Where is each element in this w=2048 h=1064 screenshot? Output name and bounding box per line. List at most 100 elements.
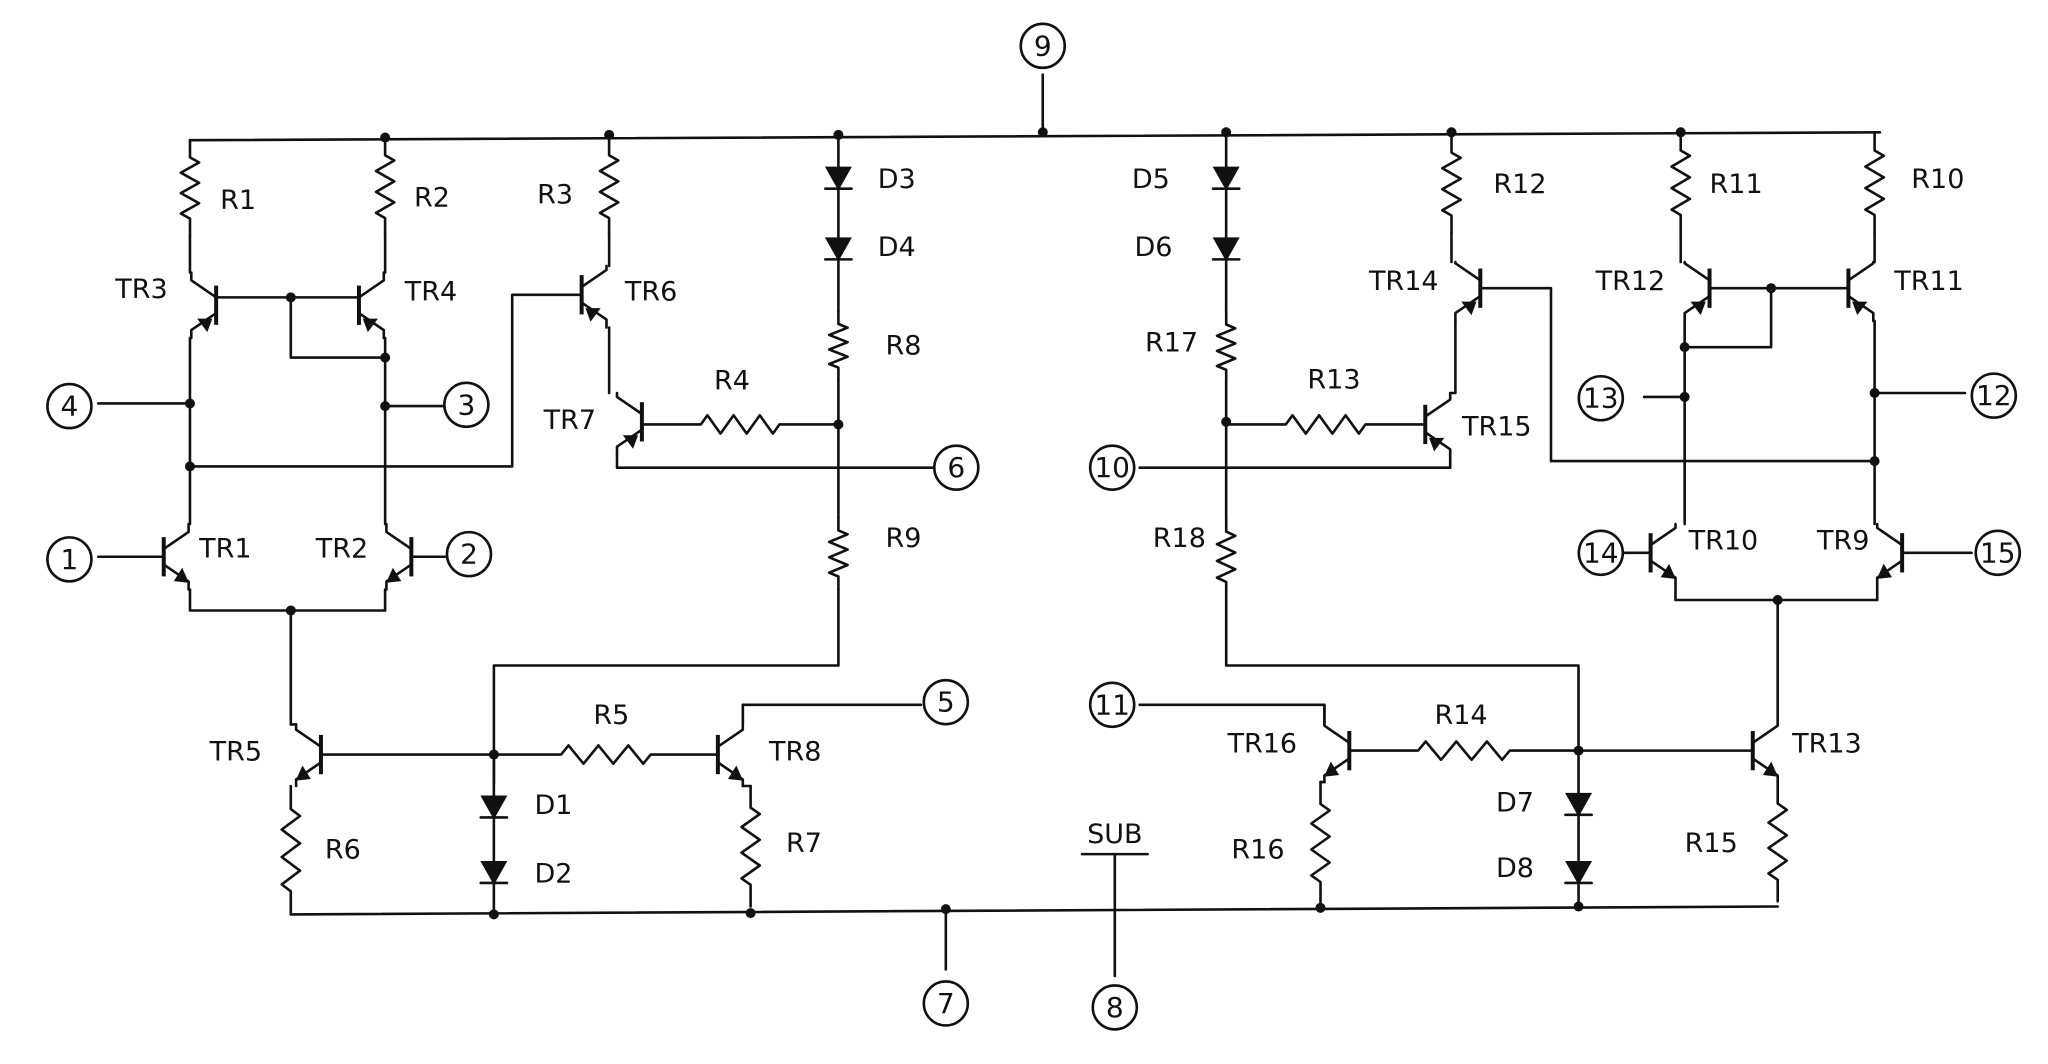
resistor-r13 <box>1224 413 1427 435</box>
bias-net-right <box>1224 594 1580 752</box>
label-tr12: TR12 <box>1595 266 1666 297</box>
junction-dot <box>1766 283 1777 294</box>
collector-lead <box>294 723 323 749</box>
diode-d6 <box>1211 237 1241 262</box>
junction-dot <box>285 292 296 303</box>
pin-label: 8 <box>1106 991 1124 1024</box>
junction-dot <box>488 749 499 760</box>
ground-rail <box>289 905 1779 916</box>
emitter-lead <box>716 761 745 788</box>
collector-lead <box>615 391 644 416</box>
pin-circle <box>1577 529 1625 577</box>
label-d1: D1 <box>534 790 572 821</box>
wire <box>1448 319 1457 395</box>
collector-lead <box>1649 522 1677 547</box>
junction-dot <box>184 461 195 472</box>
label-tr8: TR8 <box>768 736 821 767</box>
resistor-r14 <box>1348 740 1580 762</box>
pin-label: 11 <box>1094 688 1130 721</box>
pin-label: 3 <box>457 388 475 421</box>
pin-13: 13 <box>1577 374 1625 422</box>
transistor-tr11 <box>1846 260 1875 323</box>
collector-lead <box>162 522 190 551</box>
collector-lead <box>1454 260 1482 282</box>
label-tr16: TR16 <box>1226 729 1297 760</box>
collector-lead <box>1875 522 1904 547</box>
label-tr7: TR7 <box>543 405 596 436</box>
label-d2: D2 <box>534 858 572 889</box>
collector-lead <box>1323 703 1351 745</box>
label-r1: R1 <box>220 185 256 216</box>
pin-label: 14 <box>1583 536 1619 569</box>
pin-label: 5 <box>937 686 955 719</box>
pin-circle <box>1091 984 1139 1031</box>
pin-11-lead <box>1138 703 1326 726</box>
pin-circle <box>445 530 493 578</box>
resistor-r6 <box>280 784 302 916</box>
resistor-r7 <box>740 784 762 908</box>
emitter-lead <box>162 563 190 591</box>
mirror-diode-right <box>1683 286 1773 349</box>
pin-5-lead <box>741 703 923 726</box>
diode-d5 <box>1211 166 1241 191</box>
pin-circle <box>1019 22 1067 70</box>
resistor-r11 <box>1670 131 1692 235</box>
junction-dot <box>1772 594 1783 605</box>
tr6-base-net <box>188 293 583 468</box>
resistor-r16 <box>1310 780 1331 906</box>
junction-dot <box>380 132 391 143</box>
pin-circle <box>46 382 93 430</box>
pin-15: 15 <box>1974 529 2022 577</box>
pin-label: 9 <box>1034 29 1052 62</box>
resistor-r12 <box>1441 133 1462 235</box>
transistor-tr3 <box>190 271 219 340</box>
label-tr2: TR2 <box>315 533 368 564</box>
junction-dot <box>1679 342 1690 353</box>
junction-dot <box>184 398 195 409</box>
junction-dot <box>1446 127 1457 138</box>
collector-lead <box>716 703 745 749</box>
resistor-r10 <box>1864 131 1886 235</box>
pin-label: 2 <box>460 538 478 571</box>
label-tr5: TR5 <box>209 736 262 767</box>
junction-dot <box>1037 127 1048 138</box>
junction-dot <box>745 908 756 919</box>
pin-14: 14 <box>1577 529 1625 577</box>
mirror-diode <box>289 296 387 359</box>
junction-dot <box>1573 901 1584 912</box>
pin-5: 5 <box>922 678 970 726</box>
collector-lead <box>385 522 413 551</box>
emitter-lead <box>1751 757 1779 784</box>
resistor-r1 <box>179 138 201 238</box>
label-tr3: TR3 <box>114 274 167 305</box>
label-d4: D4 <box>878 232 916 263</box>
transistor-tr6 <box>579 264 608 329</box>
pin-11: 11 <box>1088 681 1136 729</box>
transistor-tr12 <box>1683 260 1712 323</box>
pin-7: 7 <box>922 980 970 1027</box>
transistor-tr8 <box>715 703 745 788</box>
transistor-tr1 <box>161 522 190 591</box>
label-d5: D5 <box>1132 164 1170 195</box>
emitter-lead <box>1649 559 1677 585</box>
resistor-r3 <box>598 136 620 238</box>
pin-6: 6 <box>932 444 980 491</box>
pin-circle <box>1970 372 2018 419</box>
pin-9: 9 <box>1019 22 1067 70</box>
pin-8: 8 <box>1091 984 1139 1031</box>
label-r5: R5 <box>593 700 629 731</box>
transistor-tr4 <box>356 271 386 340</box>
label-r11: R11 <box>1710 169 1763 200</box>
label-r12: R12 <box>1493 169 1546 200</box>
transistor-tr15 <box>1423 391 1452 456</box>
label-r18: R18 <box>1153 523 1206 554</box>
substrate-label: SUB <box>1087 819 1142 850</box>
label-r17: R17 <box>1145 328 1198 359</box>
transistor-tr2 <box>385 522 414 591</box>
components <box>161 131 1905 916</box>
pin-circle <box>1088 681 1136 729</box>
diode-d4 <box>823 237 853 262</box>
junction-dot <box>1869 456 1880 467</box>
pin-label: 12 <box>1976 379 2012 412</box>
